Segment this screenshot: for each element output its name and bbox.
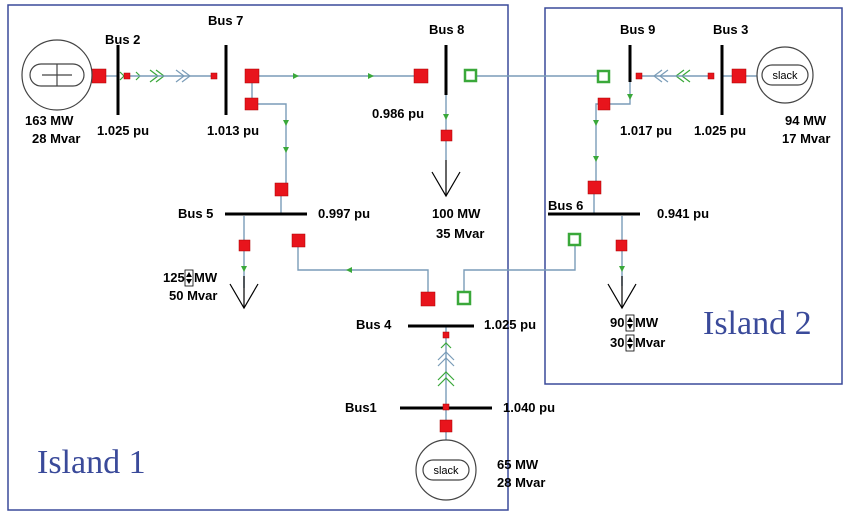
gen3-type-label: slack bbox=[772, 70, 798, 82]
breaker-8-9-open[interactable] bbox=[463, 68, 478, 83]
gen2-mw: 163 MW bbox=[25, 113, 74, 128]
breaker-1-small[interactable] bbox=[442, 403, 450, 411]
breaker-gen1[interactable] bbox=[439, 419, 453, 433]
bus-9-name: Bus 9 bbox=[620, 22, 655, 37]
bus-8-name: Bus 8 bbox=[429, 22, 464, 37]
gen3-mw: 94 MW bbox=[785, 113, 827, 128]
breaker-8-7[interactable] bbox=[413, 68, 429, 84]
load-bus-5[interactable] bbox=[229, 276, 259, 310]
load5-mw-spinner[interactable] bbox=[184, 269, 194, 287]
load6-mvar-unit: Mvar bbox=[635, 335, 665, 350]
bus-3-voltage: 1.025 pu bbox=[694, 123, 746, 138]
load5-mvar: 50 Mvar bbox=[169, 288, 217, 303]
transformer-1-4[interactable] bbox=[437, 326, 455, 408]
flow-arrows bbox=[241, 73, 633, 273]
island-2-label: Island 2 bbox=[703, 305, 812, 342]
bus-7-name: Bus 7 bbox=[208, 13, 243, 28]
gen1-mw: 65 MW bbox=[497, 457, 539, 472]
bus-3-name: Bus 3 bbox=[713, 22, 748, 37]
bus-4-voltage: 1.025 pu bbox=[484, 317, 536, 332]
breaker-load8[interactable] bbox=[440, 129, 453, 142]
line-7-5[interactable] bbox=[252, 103, 287, 191]
island-1-label: Island 1 bbox=[37, 444, 146, 481]
load5-mw-value: 125 bbox=[163, 270, 185, 285]
breaker-6-9[interactable] bbox=[587, 180, 602, 195]
load6-mvar-value: 30 bbox=[610, 335, 624, 350]
breaker-5-7[interactable] bbox=[274, 182, 289, 197]
breaker-gen2[interactable] bbox=[91, 68, 107, 84]
transformer-2-7[interactable] bbox=[119, 69, 215, 83]
breaker-gen3[interactable] bbox=[731, 68, 747, 84]
load-bus-8[interactable] bbox=[431, 160, 461, 198]
breaker-9-8-open[interactable] bbox=[596, 69, 611, 84]
island-2-boundary bbox=[544, 7, 843, 385]
breaker-7-5[interactable] bbox=[244, 97, 259, 111]
breaker-7-small[interactable] bbox=[210, 72, 218, 80]
breaker-9-small[interactable] bbox=[635, 72, 643, 80]
bus-4-name: Bus 4 bbox=[356, 317, 392, 332]
breakers bbox=[91, 68, 747, 433]
generator-1[interactable]: slack bbox=[415, 439, 477, 501]
load6-mw-value: 90 bbox=[610, 315, 624, 330]
line-4-6[interactable] bbox=[463, 240, 576, 298]
bus-7-voltage: 1.013 pu bbox=[207, 123, 259, 138]
breaker-4-6-open[interactable] bbox=[456, 290, 472, 306]
bus-2-name: Bus 2 bbox=[105, 32, 140, 47]
load5-mw-unit: MW bbox=[194, 270, 218, 285]
island-1-boundary bbox=[7, 4, 509, 511]
load6-mw-spinner[interactable] bbox=[625, 314, 635, 332]
bus-6-name: Bus 6 bbox=[548, 198, 583, 213]
load-bus-6[interactable] bbox=[607, 276, 637, 310]
breaker-6-4-open[interactable] bbox=[567, 232, 582, 247]
breaker-5-4[interactable] bbox=[291, 233, 306, 248]
bus-5-voltage: 0.997 pu bbox=[318, 206, 370, 221]
bus-2-voltage: 1.025 pu bbox=[97, 123, 149, 138]
generator-3[interactable]: slack bbox=[756, 46, 814, 104]
load6-mw-unit: MW bbox=[635, 315, 659, 330]
breaker-3-small[interactable] bbox=[707, 72, 715, 80]
bus-1-name: Bus1 bbox=[345, 400, 377, 415]
bus-1-voltage: 1.040 pu bbox=[503, 400, 555, 415]
load6-mvar-spinner[interactable] bbox=[625, 334, 635, 352]
line-9-6[interactable] bbox=[594, 103, 604, 189]
load8-mvar: 35 Mvar bbox=[436, 226, 484, 241]
bus-9-voltage: 1.017 pu bbox=[620, 123, 672, 138]
breaker-4-small[interactable] bbox=[442, 331, 450, 339]
bus-5-name: Bus 5 bbox=[178, 206, 213, 221]
breaker-load6[interactable] bbox=[615, 239, 628, 252]
gen2-mvar: 28 Mvar bbox=[32, 131, 80, 146]
bus-6-voltage: 0.941 pu bbox=[657, 206, 709, 221]
load8-mw: 100 MW bbox=[432, 206, 481, 221]
line-5-4[interactable] bbox=[297, 240, 429, 298]
breaker-2-small[interactable] bbox=[123, 72, 131, 80]
gen1-type-label: slack bbox=[433, 465, 459, 477]
breaker-4-5[interactable] bbox=[420, 291, 436, 307]
line-9-tap bbox=[604, 82, 631, 105]
breaker-load5[interactable] bbox=[238, 239, 251, 252]
breaker-9-6[interactable] bbox=[597, 97, 611, 111]
generator-2[interactable] bbox=[21, 39, 93, 111]
bus-8-voltage: 0.986 pu bbox=[372, 106, 424, 121]
breaker-7-8[interactable] bbox=[244, 68, 260, 84]
gen3-mvar: 17 Mvar bbox=[782, 131, 830, 146]
gen1-mvar: 28 Mvar bbox=[497, 475, 545, 490]
transformer-9-3[interactable] bbox=[640, 69, 712, 83]
